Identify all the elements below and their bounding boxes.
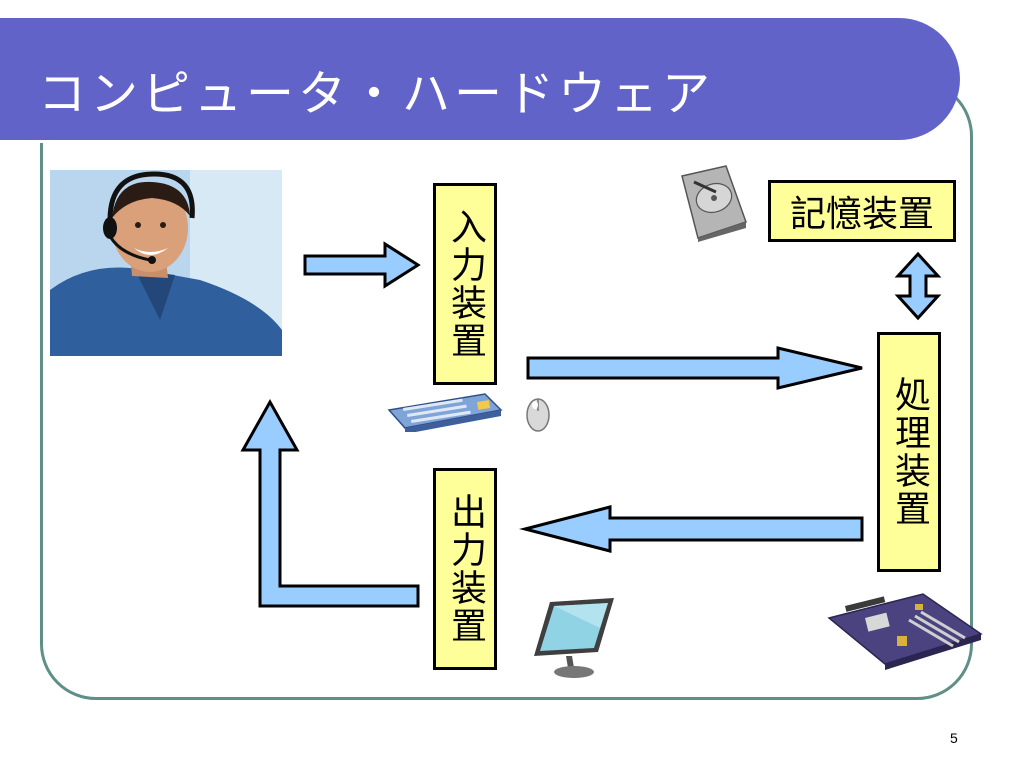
processing-device-box: 処理装置: [877, 332, 941, 572]
motherboard-icon: [827, 593, 983, 670]
slide-title: コンピュータ・ハードウェア: [38, 66, 715, 122]
keyboard-icon: [387, 393, 503, 432]
person-photo: [50, 170, 282, 356]
arrow-storage-processing: [894, 251, 942, 321]
title-bar: コンピュータ・ハードウェア: [0, 18, 960, 140]
input-device-box: 入力装置: [433, 183, 497, 385]
processing-device-label: 処理装置: [889, 376, 930, 528]
page-number: 5: [950, 730, 958, 746]
arrow-person-to-input: [303, 241, 421, 289]
mouse-icon: [526, 398, 550, 432]
arrow-processing-to-output: [519, 505, 864, 553]
monitor-icon: [534, 598, 614, 678]
arrow-input-to-processing: [526, 346, 863, 390]
storage-device-label: 記憶装置: [789, 194, 934, 235]
title-underline: [0, 140, 905, 143]
hard-disk-icon: [681, 165, 747, 242]
output-device-box: 出力装置: [433, 468, 497, 670]
person-with-headset-icon: [50, 170, 282, 356]
arrow-output-to-person: [240, 398, 420, 608]
input-device-label: 入力装置: [445, 208, 486, 360]
output-device-label: 出力装置: [445, 493, 486, 645]
storage-device-box: 記憶装置: [768, 180, 956, 242]
